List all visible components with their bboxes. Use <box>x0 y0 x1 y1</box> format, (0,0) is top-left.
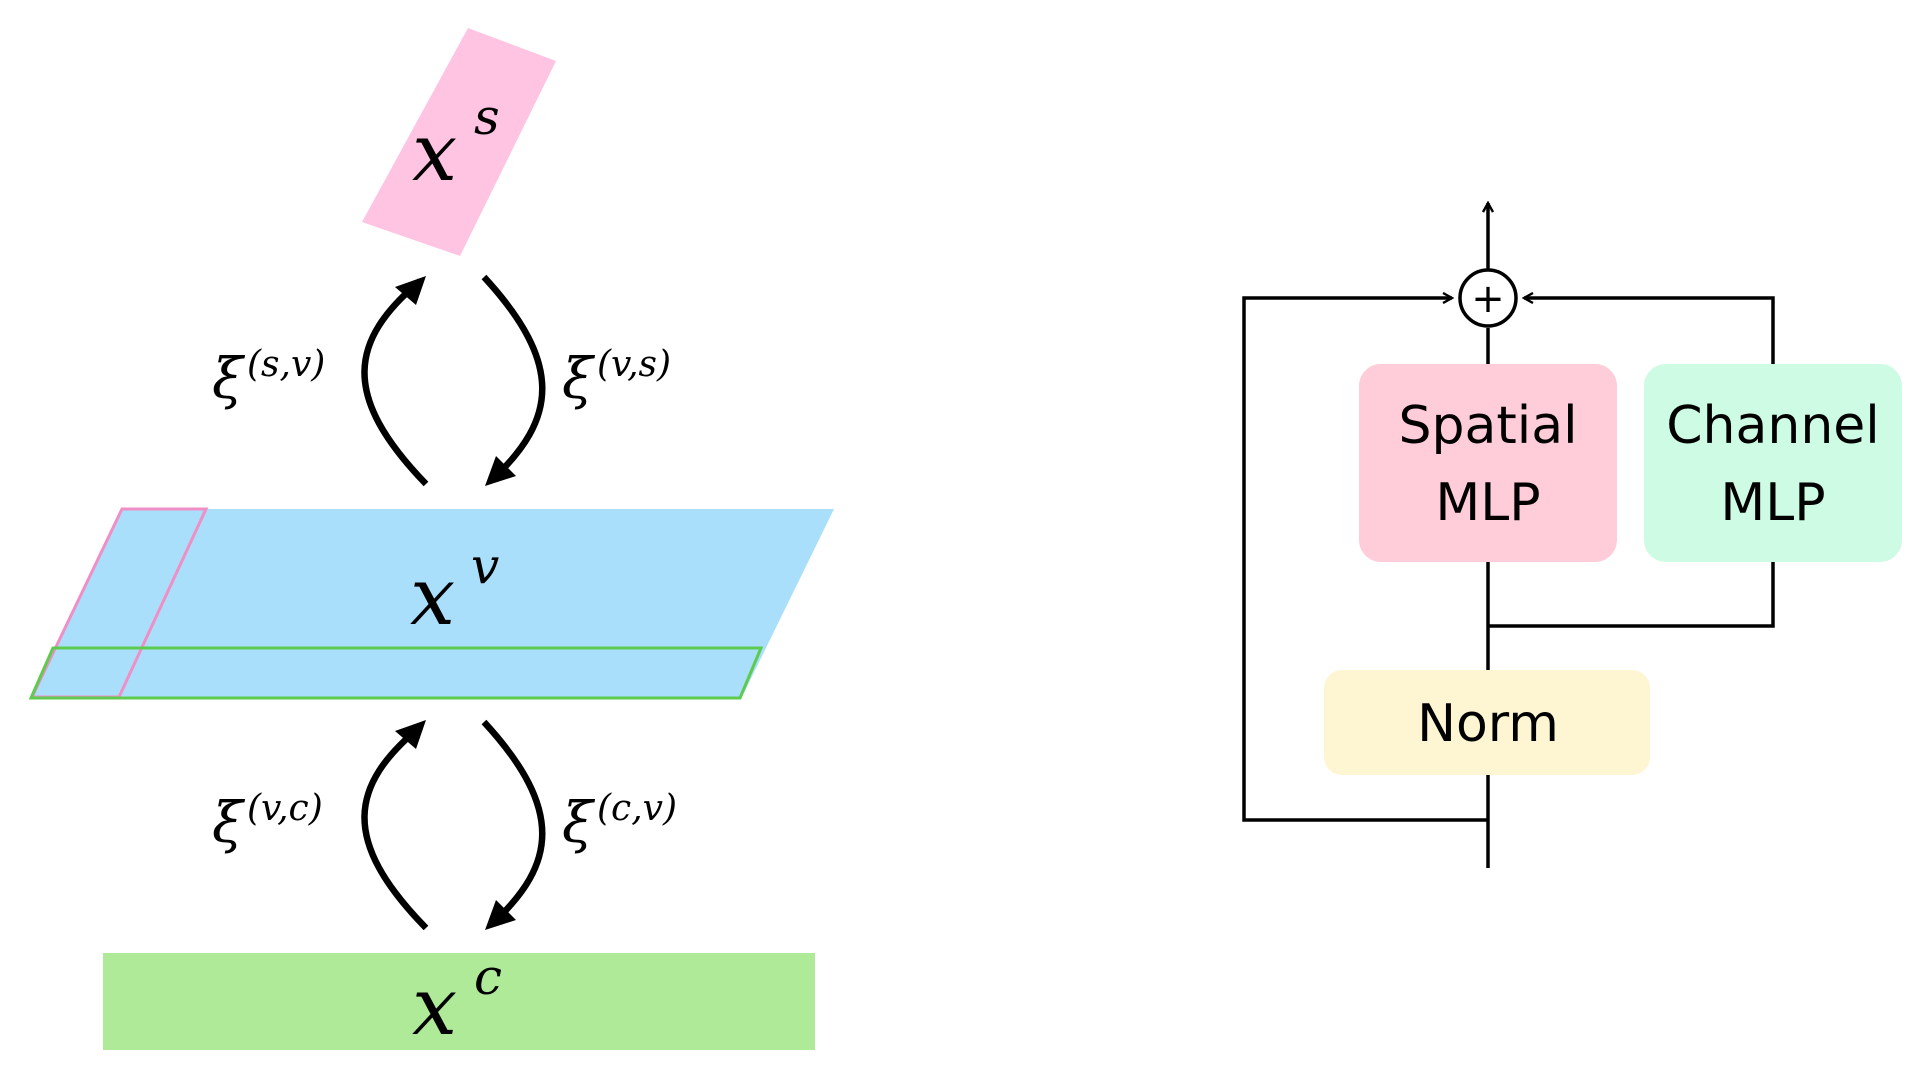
plus-icon: + <box>1471 276 1505 322</box>
residual-connection <box>1242 298 1488 822</box>
edge-label-c-v-sup: (c,v) <box>597 788 677 829</box>
edge-label-c-v-base: ξ <box>562 791 596 856</box>
channel-mlp-box <box>1644 364 1902 562</box>
arrow-v-to-s-head <box>395 276 426 305</box>
channel-node-sup: c <box>474 948 502 1006</box>
arrow-c-to-v-head <box>395 720 426 749</box>
spatial-node-base: x <box>412 106 457 199</box>
edge-label-s-v-sup: (s,v) <box>247 344 325 385</box>
channel-node-base: x <box>412 960 457 1053</box>
edge-label-s-v-base: ξ <box>212 347 246 412</box>
split-to-channel <box>1488 562 1775 628</box>
sum-node: + <box>1458 268 1518 328</box>
edge-label-v-s: ξ (v,s) <box>562 344 671 412</box>
channel-to-sum <box>1524 298 1775 364</box>
norm-label: Norm <box>1417 694 1559 754</box>
spatial-node: x s <box>362 28 556 256</box>
edge-label-v-c-sup: (v,c) <box>247 788 323 829</box>
edge-label-v-s-sup: (v,s) <box>597 344 671 385</box>
edge-label-s-v: ξ (s,v) <box>212 344 325 412</box>
norm-box <box>1324 670 1650 775</box>
spatial-node-sup: s <box>474 88 500 146</box>
vertex-node: x v <box>28 507 834 700</box>
channel-mlp-label-line1: Channel <box>1666 396 1879 456</box>
mlp-block-diagram: + Spatial MLP Channel MLP Norm <box>1242 203 1902 868</box>
channel-mlp-label-line2: MLP <box>1720 473 1825 533</box>
arrow-v-to-c <box>481 719 546 925</box>
edge-label-v-s-base: ξ <box>562 347 596 412</box>
spatial-mlp-box <box>1359 364 1617 562</box>
edge-label-v-c-base: ξ <box>212 791 246 856</box>
vertex-node-base: x <box>410 550 455 643</box>
sum-circle <box>1458 268 1518 328</box>
spatial-mlp-label-line2: MLP <box>1435 473 1540 533</box>
spatial-mlp-label-line1: Spatial <box>1398 396 1577 456</box>
channel-node-shape <box>103 953 815 1050</box>
arrow-s-to-v <box>481 274 546 481</box>
spatial-node-shape <box>362 28 556 256</box>
channel-mlp-block: Channel MLP <box>1644 364 1902 562</box>
spatial-mlp-block: Spatial MLP <box>1359 364 1617 562</box>
vertex-channel-band-outline <box>28 646 764 700</box>
norm-block: Norm <box>1324 670 1650 775</box>
vertex-node-sup: v <box>471 537 499 595</box>
edge-label-v-c: ξ (v,c) <box>212 788 323 856</box>
tensor-views-diagram: x s x v x c <box>28 28 834 1053</box>
arrow-c-to-v <box>361 724 429 931</box>
edge-label-c-v: ξ (c,v) <box>562 788 677 856</box>
arrow-v-to-s <box>361 278 429 487</box>
channel-node: x c <box>103 948 815 1053</box>
vertex-node-shape <box>30 509 834 699</box>
top-arrow-pair <box>361 274 546 487</box>
bottom-arrow-pair <box>361 719 546 931</box>
arrow-v-to-c-head <box>485 900 516 930</box>
arrow-s-to-v-head <box>485 456 516 486</box>
